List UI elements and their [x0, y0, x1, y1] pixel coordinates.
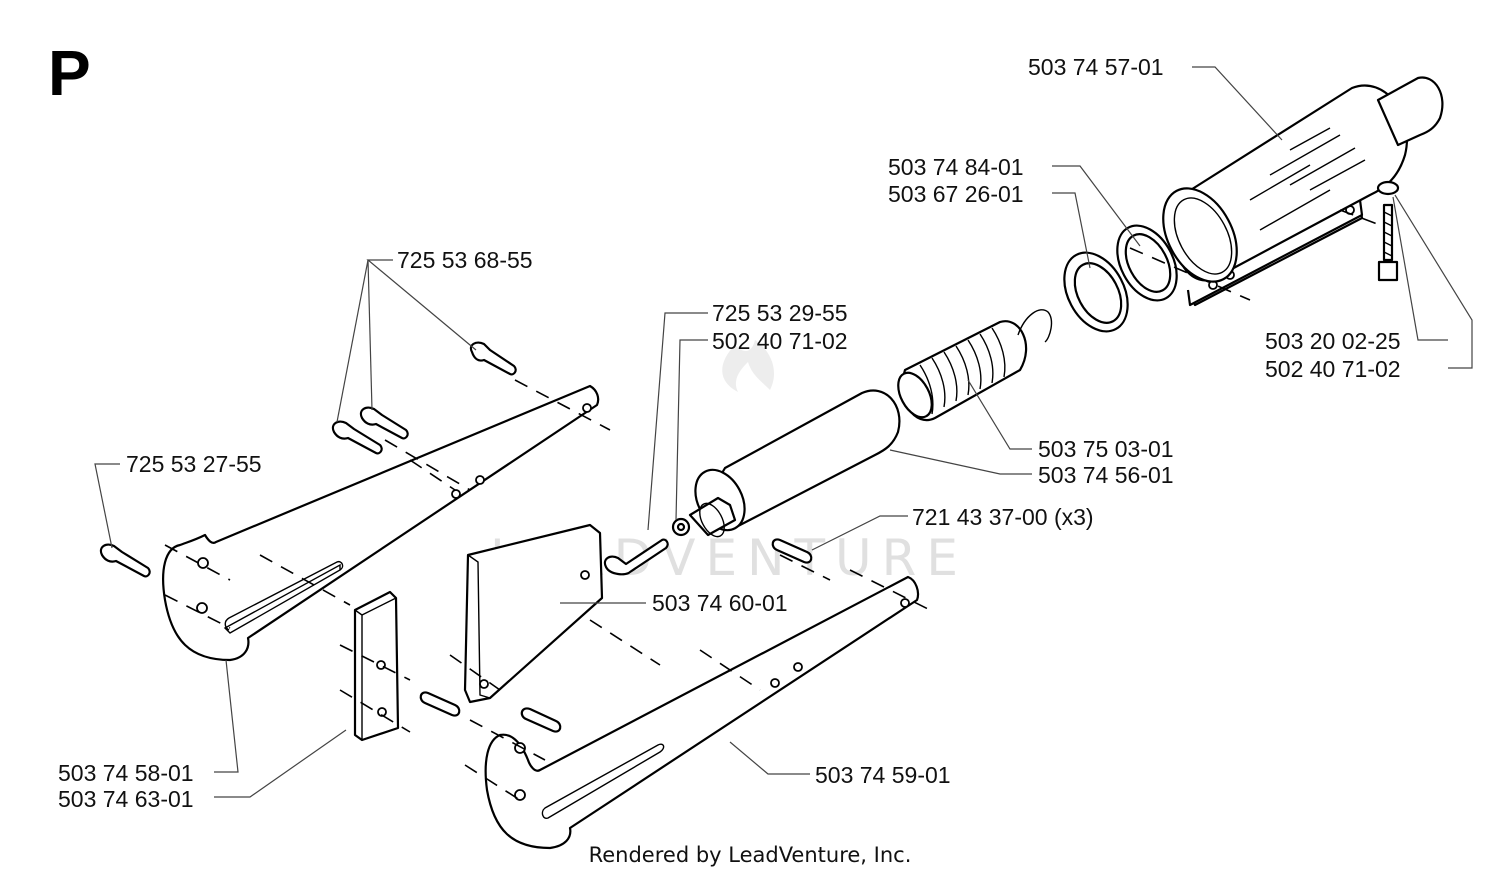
assembly-axes	[164, 209, 1381, 801]
callout-label: 502 40 71-02	[1265, 356, 1401, 382]
callout-label: 725 53 29-55	[712, 300, 848, 326]
callout-label: 503 74 58-01	[58, 760, 194, 786]
callout-label: 503 74 63-01	[58, 786, 194, 812]
vertical-plate-part	[353, 590, 400, 742]
callout-label: 725 53 27-55	[126, 451, 262, 477]
callout-label: 503 74 57-01	[1028, 54, 1164, 80]
callout-label: 503 74 84-01	[888, 154, 1024, 180]
upper-bracket-part	[162, 384, 600, 662]
callout-label: 502 40 71-02	[712, 328, 848, 354]
callout-label: 503 67 26-01	[888, 181, 1024, 207]
spring-part	[897, 309, 1053, 421]
callout-label: 721 43 37-00 (x3)	[912, 504, 1094, 530]
bracket-hole	[451, 489, 461, 499]
section-letter: P	[48, 37, 91, 109]
outer-cylinder-part	[1162, 76, 1444, 307]
pin-parts	[419, 538, 813, 733]
credit-text: Rendered by LeadVenture, Inc.	[589, 843, 912, 867]
mount-screw-part	[1376, 180, 1400, 282]
bracket-hole	[475, 475, 485, 485]
callout-label: 503 74 59-01	[815, 762, 951, 788]
callout-label: 503 75 03-01	[1038, 436, 1174, 462]
triangular-plate-part	[463, 523, 604, 704]
callout-label: 503 74 56-01	[1038, 462, 1174, 488]
callout-label: 503 74 60-01	[652, 590, 788, 616]
bolt-parts	[99, 341, 691, 578]
ring-parts	[1063, 224, 1178, 333]
callout-labels: 503 74 57-01 503 74 84-01 503 67 26-01 7…	[58, 54, 1401, 812]
flame-logo-icon	[722, 340, 775, 392]
callout-label: 503 20 02-25	[1265, 328, 1401, 354]
callout-label: 725 53 68-55	[397, 247, 533, 273]
leader-lines	[94, 66, 1473, 798]
inner-cylinder-part	[688, 389, 901, 538]
